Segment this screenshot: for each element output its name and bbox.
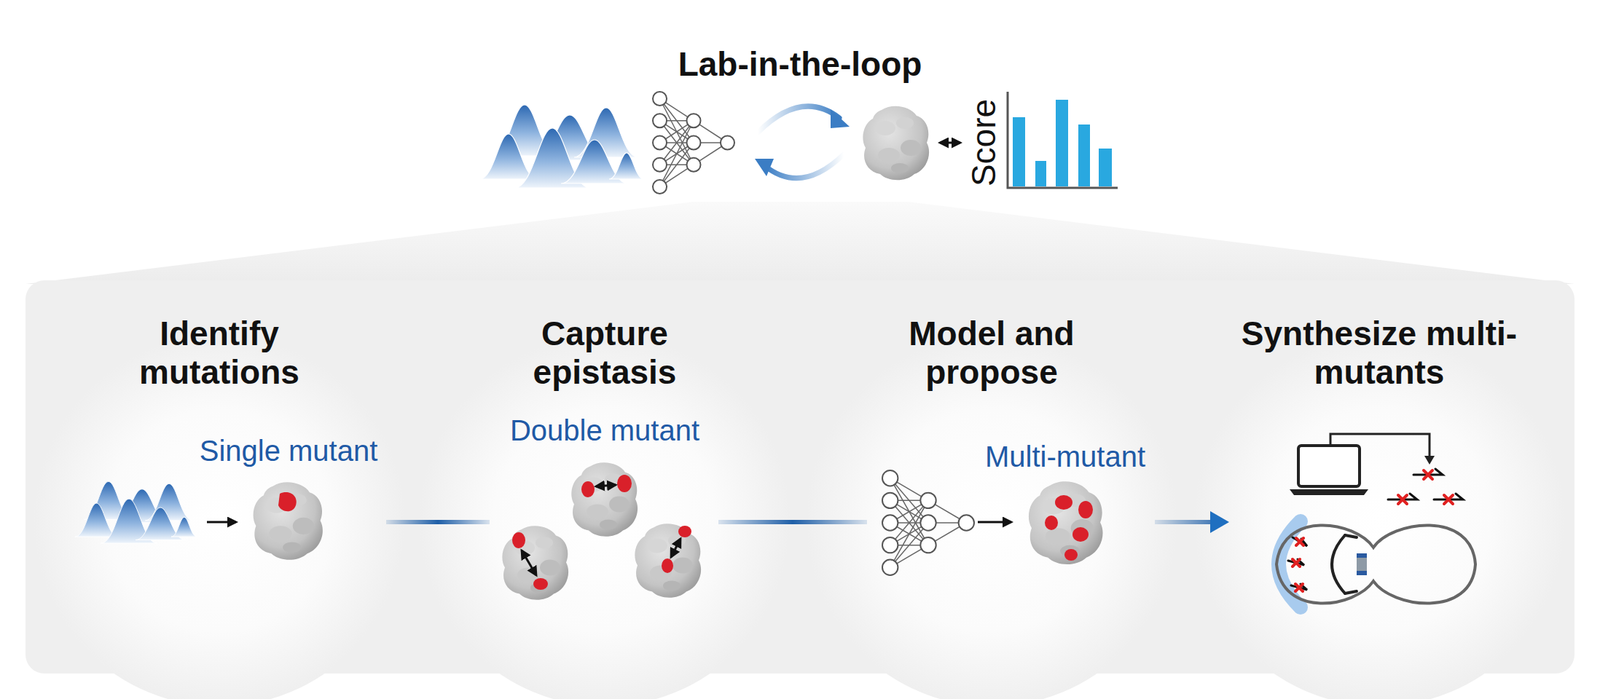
- arrow: [206, 521, 237, 524]
- fan-projection: [25, 201, 1575, 285]
- diagram-title: Lab-in-the-loop: [678, 45, 923, 84]
- laptop-icon: [1289, 434, 1435, 496]
- arrowhead: [1210, 511, 1230, 534]
- stage-sublabel: Single mutant: [199, 433, 379, 469]
- network-neuron: [920, 515, 936, 531]
- stage-heading: Capture epistasis: [495, 314, 715, 392]
- network-neuron: [652, 113, 667, 128]
- protein: [253, 482, 323, 561]
- stage-heading: Synthesize multi-mutants: [1233, 314, 1525, 392]
- connector-line: [386, 520, 490, 525]
- stage-node: Capture epistasisDouble mutant: [489, 309, 719, 653]
- network-neuron: [686, 158, 701, 172]
- stage-heading: Identify mutations: [99, 314, 340, 392]
- network-neuron: [652, 135, 667, 150]
- double-mutant-proteins: [502, 462, 701, 601]
- network-neuron: [958, 515, 975, 531]
- stage-connector: [1154, 511, 1230, 534]
- axis-label: Score: [965, 99, 1002, 187]
- network-neuron: [882, 470, 898, 486]
- network-neuron: [686, 135, 701, 150]
- fitness-landscape: [75, 481, 198, 544]
- network-neuron: [882, 537, 898, 554]
- network-neuron: [882, 515, 898, 531]
- stage-connector: [386, 522, 490, 524]
- network-neuron: [920, 537, 936, 554]
- stage-sublabel: Multi-mutant: [985, 439, 1146, 475]
- network-neuron: [720, 135, 735, 150]
- network-link: [890, 500, 929, 568]
- mutation-site: [278, 492, 297, 512]
- neural-network: [882, 470, 975, 576]
- double-arrow: [939, 142, 961, 145]
- network-neuron: [882, 560, 898, 576]
- connector-line: [1154, 520, 1211, 525]
- network-neuron: [920, 493, 936, 509]
- network-neuron: [652, 91, 667, 106]
- network-link: [660, 120, 694, 188]
- plasmid: [1276, 521, 1476, 608]
- network-link: [890, 478, 929, 546]
- arrow: [977, 521, 1012, 524]
- network-neuron: [652, 179, 667, 194]
- neural-network: [652, 91, 735, 194]
- cycle-arrows: [754, 106, 850, 179]
- stage-connector: [718, 522, 868, 524]
- stage-sublabel: Double mutant: [510, 413, 700, 449]
- network-neuron: [652, 158, 667, 172]
- stage-node: Synthesize multi-mutants: [1229, 309, 1560, 653]
- fitness-landscape: [479, 104, 645, 188]
- stage-heading: Model and propose: [882, 314, 1101, 392]
- network-neuron: [882, 493, 898, 509]
- multi-mutant-protein: [1028, 481, 1104, 565]
- protein: [862, 106, 929, 181]
- score-bar-chart: [1007, 91, 1118, 188]
- connector-line: [718, 520, 868, 525]
- primers: [1387, 469, 1464, 505]
- stage-node: Identify mutationsSingle mutant: [69, 309, 387, 653]
- stage-node: Model and proposeMulti-mutant: [867, 309, 1155, 653]
- network-neuron: [686, 113, 701, 128]
